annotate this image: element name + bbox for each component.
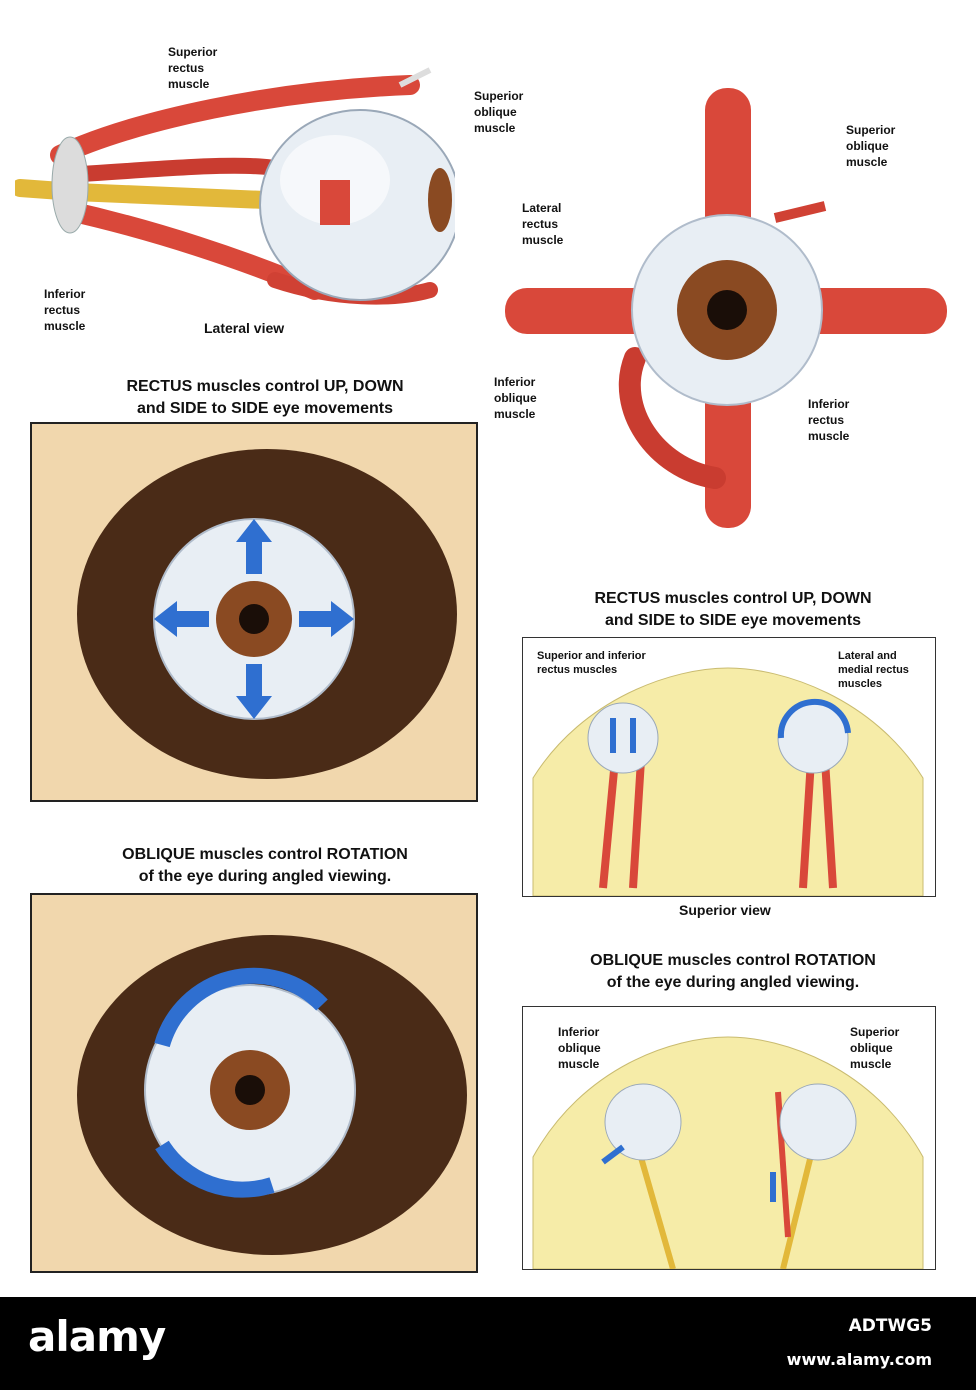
label-inferior-oblique-panel: Inferior oblique muscle	[558, 1025, 601, 1071]
rectus-caption-left-line2: and SIDE to SIDE eye movements	[136, 400, 394, 417]
rectus-eye-panel	[30, 422, 478, 802]
superior-view-panel	[522, 637, 936, 897]
label-superior-oblique-lateral: Superior oblique muscle	[474, 89, 524, 135]
label-lateral-medial-rectus: Lateral and medial rectus muscles	[838, 650, 909, 690]
label-superior-rectus: Superior rectus muscle	[168, 45, 218, 91]
label-inferior-oblique: Inferior oblique muscle	[494, 375, 537, 421]
brand-logo: alamy	[28, 1312, 166, 1361]
oblique-caption-left-line1: OBLIQUE muscles control ROTATION	[122, 846, 408, 863]
rectus-caption-right-line2: and SIDE to SIDE eye movements	[604, 612, 862, 629]
caption-lateral-view: Lateral view	[204, 320, 285, 336]
anterior-view-illustration	[505, 88, 950, 548]
rectus-caption-left-line1: RECTUS muscles control UP, DOWN	[126, 378, 404, 395]
oblique-superior-panel	[522, 1006, 936, 1270]
site-url: www.alamy.com	[786, 1350, 932, 1369]
lateral-view-illustration	[15, 60, 455, 320]
label-inferior-rectus-lateral: Inferior rectus muscle	[44, 287, 86, 333]
label-lateral-rectus: Lateral rectus muscle	[522, 201, 564, 247]
label-superior-inferior-rectus: Superior and inferior rectus muscles	[537, 650, 646, 676]
oblique-caption-right-line1: OBLIQUE muscles control ROTATION	[590, 952, 876, 969]
oblique-eye-panel	[30, 893, 478, 1273]
label-superior-oblique-panel: Superior oblique muscle	[850, 1025, 900, 1071]
rectus-caption-right-line1: RECTUS muscles control UP, DOWN	[594, 590, 872, 607]
oblique-caption-right-line2: of the eye during angled viewing.	[606, 974, 860, 991]
label-inferior-rectus-anterior: Inferior rectus muscle	[808, 397, 850, 443]
caption-superior-view: Superior view	[679, 902, 771, 918]
oblique-caption-left-line2: of the eye during angled viewing.	[138, 868, 392, 885]
watermark-footer	[0, 1297, 976, 1390]
stock-id: ADTWG5	[848, 1316, 932, 1336]
label-superior-oblique-anterior: Superior oblique muscle	[846, 123, 896, 169]
